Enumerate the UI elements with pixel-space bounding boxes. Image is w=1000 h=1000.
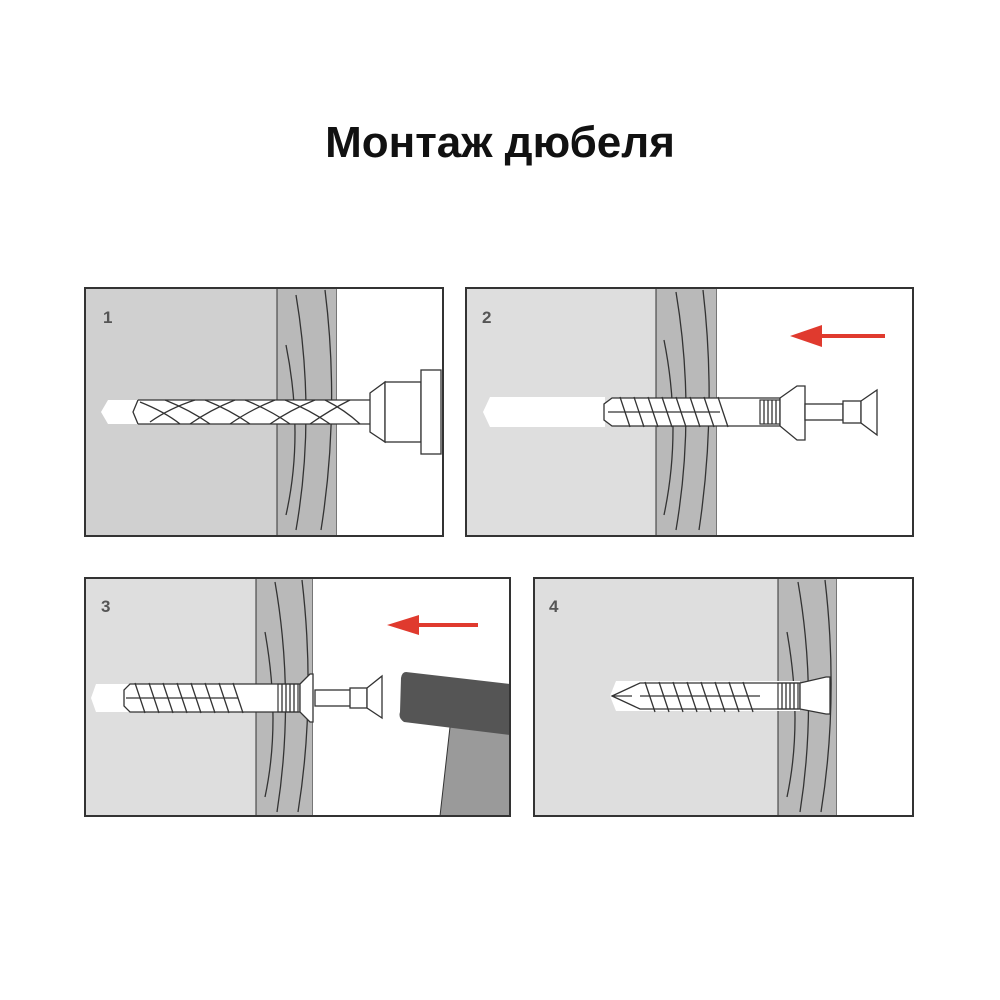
step-number: 3 bbox=[101, 597, 110, 616]
insert-direction-arrow-icon bbox=[790, 325, 885, 347]
step-number: 4 bbox=[549, 597, 559, 616]
step-4-panel: 4 bbox=[533, 577, 914, 817]
drill-hole bbox=[101, 400, 370, 424]
step-2-panel: 2 bbox=[465, 287, 914, 537]
hammer-icon bbox=[399, 672, 511, 817]
page-title: Монтаж дюбеля bbox=[325, 118, 675, 167]
dowel-icon bbox=[123, 673, 383, 723]
step-3-panel: 3 bbox=[84, 577, 511, 817]
step-number: 2 bbox=[482, 308, 491, 327]
installed-dowel-icon bbox=[610, 676, 831, 715]
drill-bit-icon bbox=[132, 369, 442, 455]
step-1-panel: 1 bbox=[84, 287, 444, 537]
dowel-icon bbox=[603, 385, 878, 441]
hammer-direction-arrow-icon bbox=[387, 615, 478, 635]
step-number: 1 bbox=[103, 308, 112, 327]
